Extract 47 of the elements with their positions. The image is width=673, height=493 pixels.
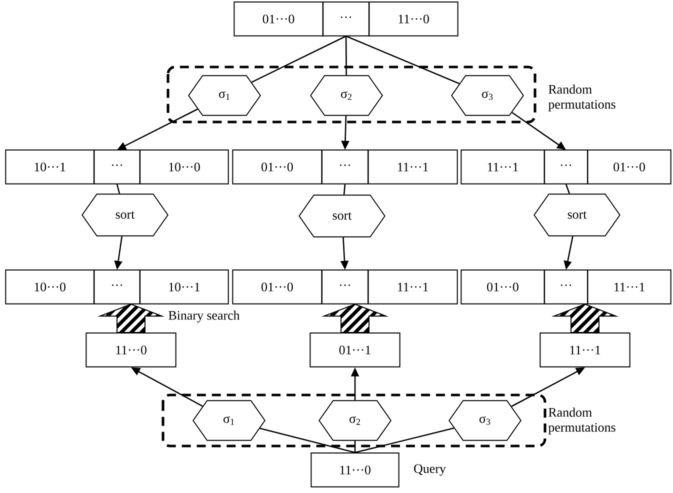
array-cell: 10···0: [140, 150, 229, 184]
array-cell: ···: [544, 270, 588, 304]
array-cell: 01···0: [232, 150, 322, 184]
array: [5, 270, 229, 304]
array-cell: 11···1: [587, 270, 672, 304]
array-cell: 01···0: [460, 270, 545, 304]
array-cell: 01···0: [234, 2, 324, 36]
value-box: 01···1: [310, 332, 400, 368]
group-label: Random permutations: [548, 84, 616, 112]
group-label: Random permutations: [548, 408, 616, 434]
hatched-arrow: [321, 304, 389, 334]
value-box: 11···0: [310, 452, 400, 488]
array-cell: 11···1: [460, 150, 545, 184]
array-cell: 01···0: [587, 150, 672, 184]
array-cell: ···: [94, 270, 140, 304]
array-cell: 11···0: [368, 2, 458, 36]
array-cell: ···: [322, 270, 369, 304]
value-box: 11···0: [86, 332, 176, 368]
array-cell: 01···0: [232, 270, 322, 304]
hexagon: sort: [534, 194, 620, 236]
array: [232, 270, 458, 304]
hexagon: sort: [82, 194, 168, 236]
hexagon: σ$_{1}$: [188, 75, 261, 116]
hexagon: σ$_{3}$: [451, 75, 524, 116]
array-cell: 10···1: [5, 150, 94, 184]
array-cell: ···: [94, 150, 140, 184]
array-cell: ···: [322, 2, 370, 36]
edge-label: Binary search: [167, 310, 241, 324]
hatched-arrow: [551, 304, 619, 334]
array-cell: 11···1: [368, 270, 458, 304]
value-box: 11···1: [540, 332, 630, 368]
array-cell: 10···0: [5, 270, 94, 304]
hexagon: σ$_{2}$: [318, 400, 392, 441]
array: [234, 2, 458, 36]
array-cell: 11···1: [368, 150, 458, 184]
array-cell: ···: [544, 150, 588, 184]
hexagon: σ$_{3}$: [448, 400, 522, 441]
side-label: Query: [414, 464, 446, 476]
hexagon: sort: [298, 194, 386, 238]
array-cell: ···: [322, 150, 369, 184]
array: [460, 270, 672, 304]
array: [460, 150, 672, 184]
hexagon: σ$_{2}$: [310, 75, 383, 116]
array: [5, 150, 229, 184]
array: [232, 150, 458, 184]
array-cell: 10···1: [140, 270, 229, 304]
hexagon: σ$_{1}$: [192, 400, 266, 441]
